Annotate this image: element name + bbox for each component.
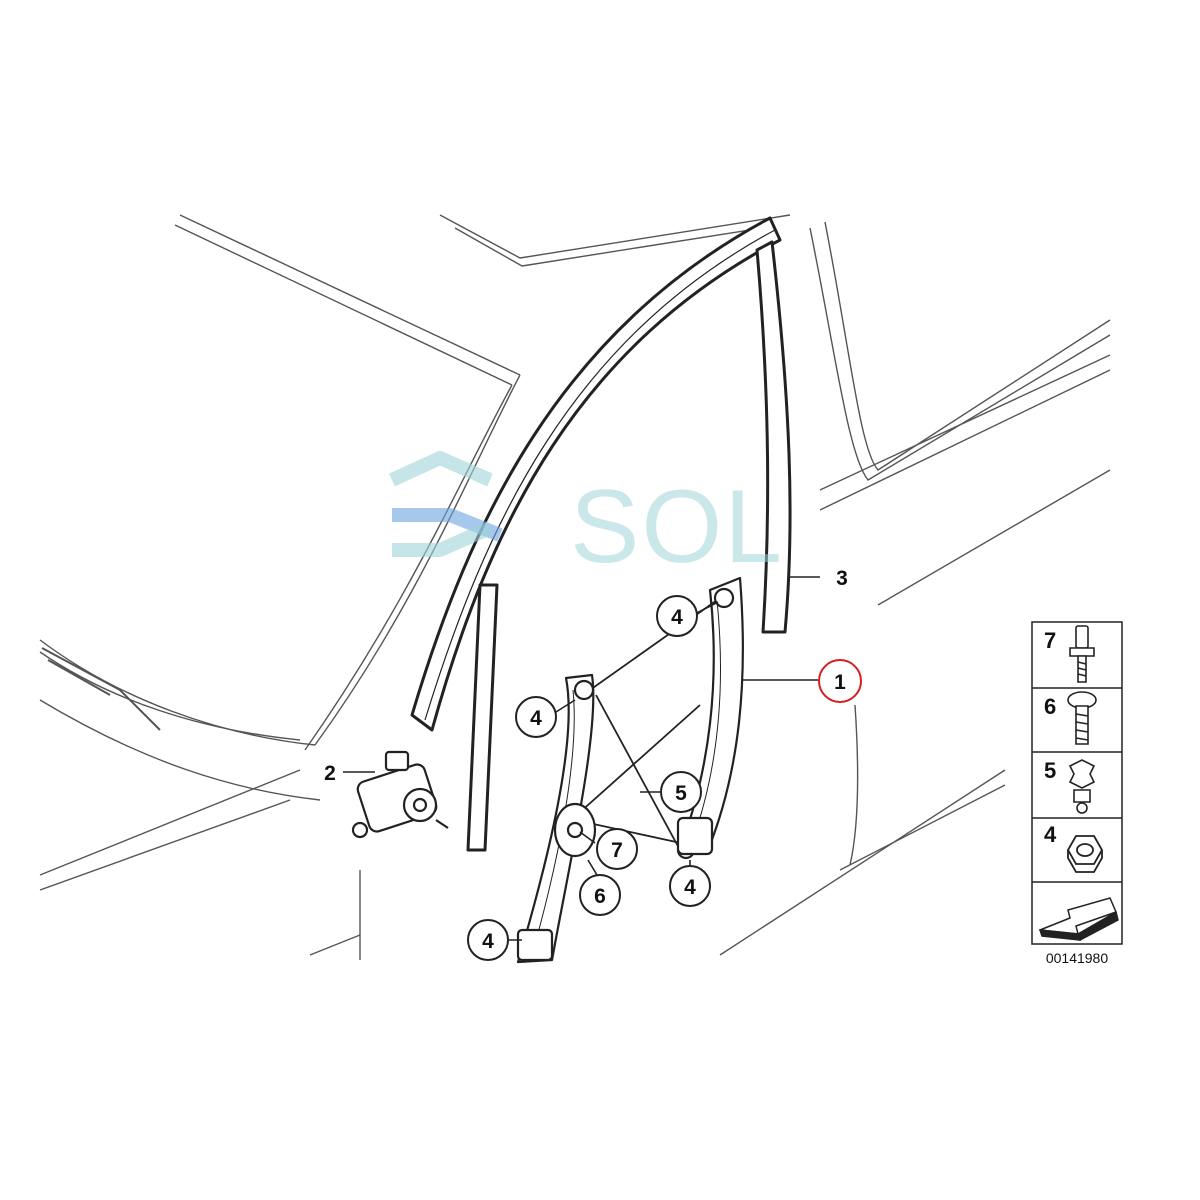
legend-row-6: 6 bbox=[1044, 691, 1097, 745]
callout-5: 5 bbox=[660, 771, 702, 813]
svg-text:4: 4 bbox=[482, 930, 494, 953]
svg-text:4: 4 bbox=[684, 876, 696, 899]
svg-text:5: 5 bbox=[1044, 758, 1056, 783]
svg-text:1: 1 bbox=[834, 671, 846, 694]
car-body-outline bbox=[39, 214, 1111, 960]
callout-4: 4 bbox=[669, 865, 711, 907]
svg-text:2: 2 bbox=[324, 762, 336, 785]
callout-3: 3 bbox=[836, 567, 848, 590]
svg-text:6: 6 bbox=[1044, 694, 1056, 719]
legend-row-arrow bbox=[1038, 897, 1119, 942]
callout-1: 1 bbox=[818, 659, 862, 703]
callout-4: 4 bbox=[515, 696, 557, 738]
legend-row-7: 7 bbox=[1044, 625, 1095, 683]
hardware-legend: 7 6 5 bbox=[1031, 621, 1123, 966]
screw-icon bbox=[1067, 691, 1097, 745]
callout-labels: 1 2 3 4 4 4 4 5 bbox=[324, 567, 862, 961]
svg-text:4: 4 bbox=[671, 606, 683, 629]
svg-text:7: 7 bbox=[611, 839, 623, 862]
window-regulator bbox=[516, 576, 744, 964]
stacked-chevron-logo bbox=[389, 451, 503, 557]
callout-4: 4 bbox=[467, 919, 509, 961]
window-motor bbox=[351, 750, 449, 839]
diagram-id: 00141980 bbox=[1046, 950, 1109, 966]
svg-text:5: 5 bbox=[675, 782, 687, 805]
callout-2: 2 bbox=[324, 762, 336, 785]
svg-text:3: 3 bbox=[836, 567, 848, 590]
watermark-logo: SOL bbox=[389, 451, 784, 585]
legend-row-4: 4 bbox=[1044, 822, 1104, 873]
svg-text:4: 4 bbox=[530, 707, 542, 730]
guide-rail bbox=[755, 240, 792, 634]
callout-7: 7 bbox=[596, 828, 638, 870]
svg-text:4: 4 bbox=[1044, 822, 1057, 847]
legend-row-5: 5 bbox=[1044, 758, 1096, 814]
arrow-direction-icon bbox=[1038, 897, 1119, 942]
clip-icon bbox=[1068, 759, 1096, 814]
watermark-text: SOL bbox=[570, 469, 784, 585]
svg-text:6: 6 bbox=[594, 885, 606, 908]
svg-text:7: 7 bbox=[1044, 628, 1056, 653]
hex-nut-icon bbox=[1066, 835, 1104, 873]
stud-bolt-icon bbox=[1069, 625, 1095, 683]
callout-6: 6 bbox=[579, 874, 621, 916]
callout-4: 4 bbox=[656, 595, 698, 637]
